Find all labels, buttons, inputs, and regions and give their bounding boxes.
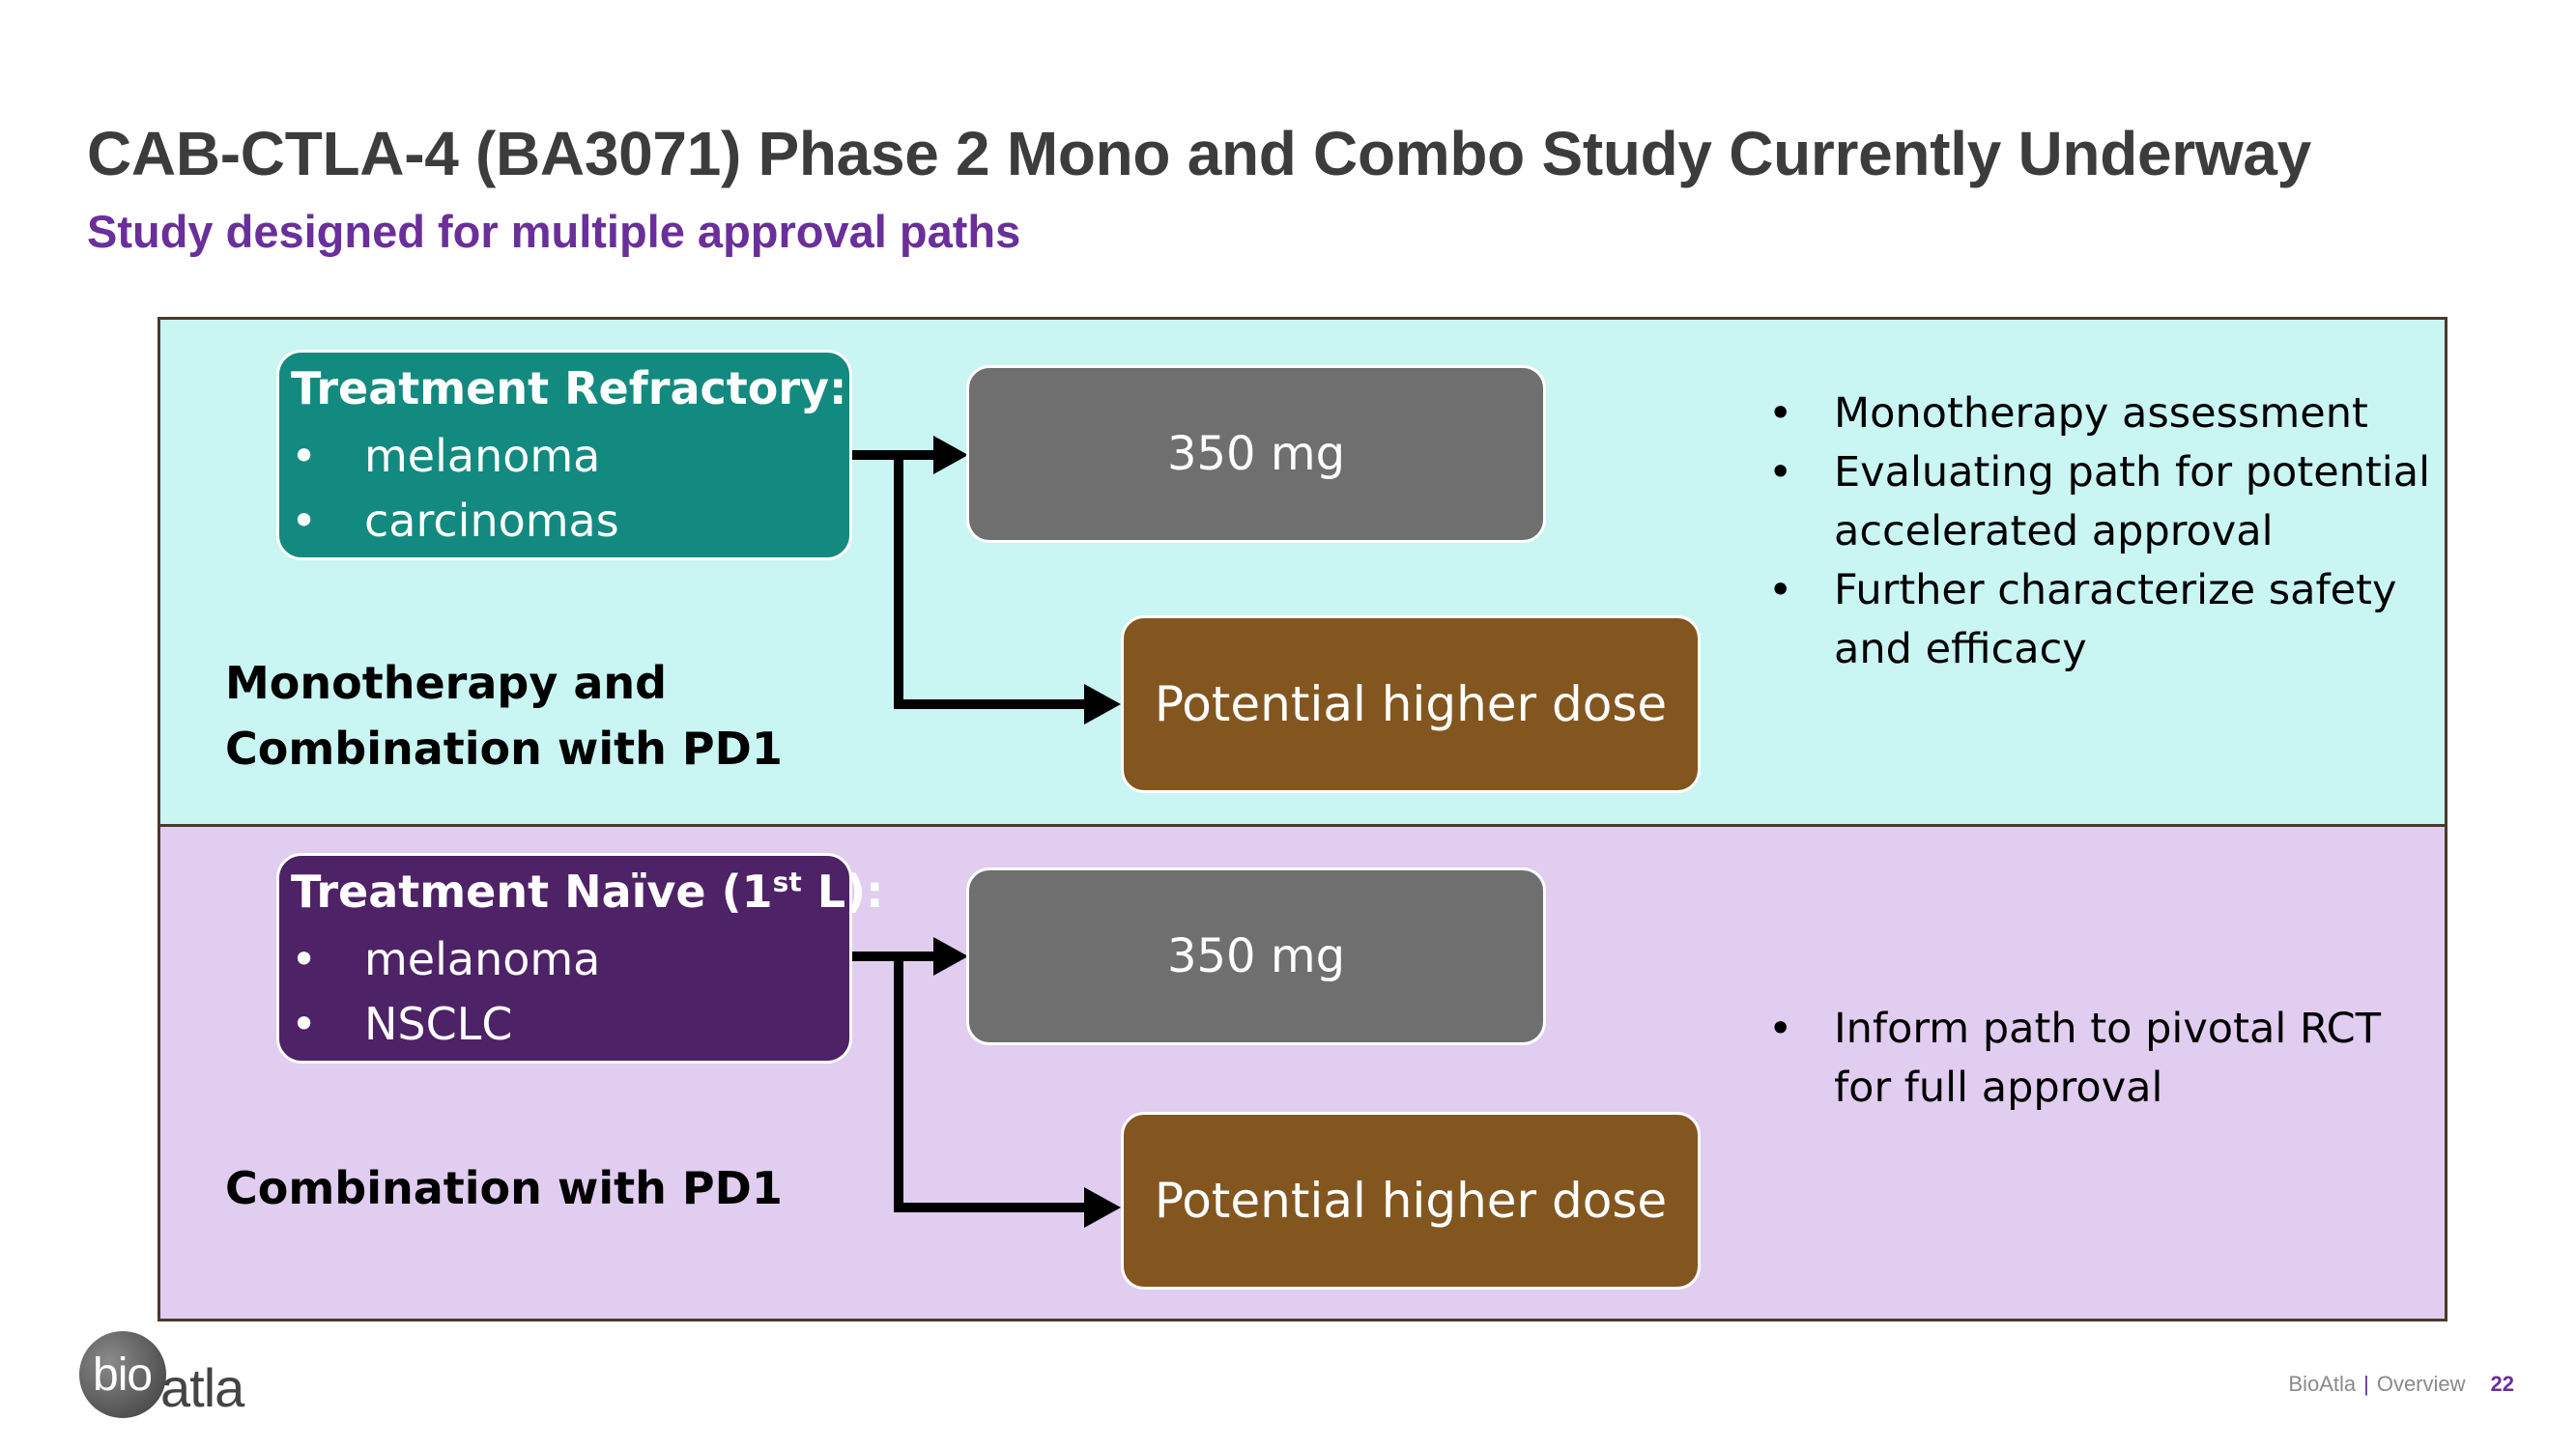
slide-footer: BioAtla| Overview 22 (2288, 1372, 2514, 1397)
slide-title: CAB-CTLA-4 (BA3071) Phase 2 Mono and Com… (87, 119, 2311, 188)
top-row-label: Monotherapy and Combination with PD1 (225, 657, 783, 775)
treatment-refractory-box: Treatment Refractory: •melanoma •carcino… (276, 350, 852, 560)
naive-item-nsclc: •NSCLC (291, 998, 513, 1050)
bullet-icon: • (291, 430, 318, 482)
bioatla-logo: bio atla (79, 1331, 272, 1428)
bottom-bullet-list: Inform path to pivotal RCT for full appr… (1759, 1000, 2435, 1118)
top-bullet-item: Further characterize safety and efficacy (1759, 561, 2435, 679)
top-bullet-list: Monotherapy assessment Evaluating path f… (1759, 384, 2435, 679)
treatment-refractory-header: Treatment Refractory: (291, 362, 847, 414)
top-bullet-item: Monotherapy assessment (1759, 384, 2435, 443)
footer-section: Overview (2376, 1372, 2466, 1396)
arrowhead-bottom-higher (1084, 1187, 1121, 1228)
bottom-higher-dose-box: Potential higher dose (1121, 1112, 1701, 1290)
treatment-naive-header: Treatment Naïve (1st L): (291, 866, 884, 918)
footer-company: BioAtla (2288, 1372, 2357, 1396)
arrow-bottom-to-higher (894, 956, 1087, 1212)
footer-separator: | (2363, 1372, 2369, 1396)
naive-item-melanoma: •melanoma (291, 933, 601, 985)
page-number: 22 (2490, 1372, 2514, 1396)
bullet-icon: • (291, 495, 318, 547)
top-bullet-item: Evaluating path for potential accelerate… (1759, 443, 2435, 561)
bottom-row-label: Combination with PD1 (225, 1162, 783, 1214)
slide-subtitle: Study designed for multiple approval pat… (87, 206, 1021, 257)
bottom-bullet-item: Inform path to pivotal RCT for full appr… (1759, 1000, 2435, 1118)
arrowhead-bottom-350 (933, 937, 968, 976)
logo-bio-text: bio (93, 1350, 153, 1401)
arrowhead-top-350 (933, 436, 968, 474)
bullet-icon: • (291, 998, 318, 1050)
bottom-350mg-box: 350 mg (966, 867, 1546, 1045)
top-350mg-box: 350 mg (966, 365, 1546, 543)
top-higher-dose-box: Potential higher dose (1121, 615, 1701, 793)
refractory-item-melanoma: •melanoma (291, 430, 601, 482)
bullet-icon: • (291, 933, 318, 985)
logo-circle-icon (79, 1331, 166, 1418)
refractory-item-carcinomas: •carcinomas (291, 495, 619, 547)
logo-atla-text: atla (160, 1357, 244, 1418)
treatment-naive-box: Treatment Naïve (1st L): •melanoma •NSCL… (276, 853, 883, 1064)
arrowhead-top-higher (1084, 684, 1121, 724)
arrow-top-to-higher (894, 455, 1087, 709)
